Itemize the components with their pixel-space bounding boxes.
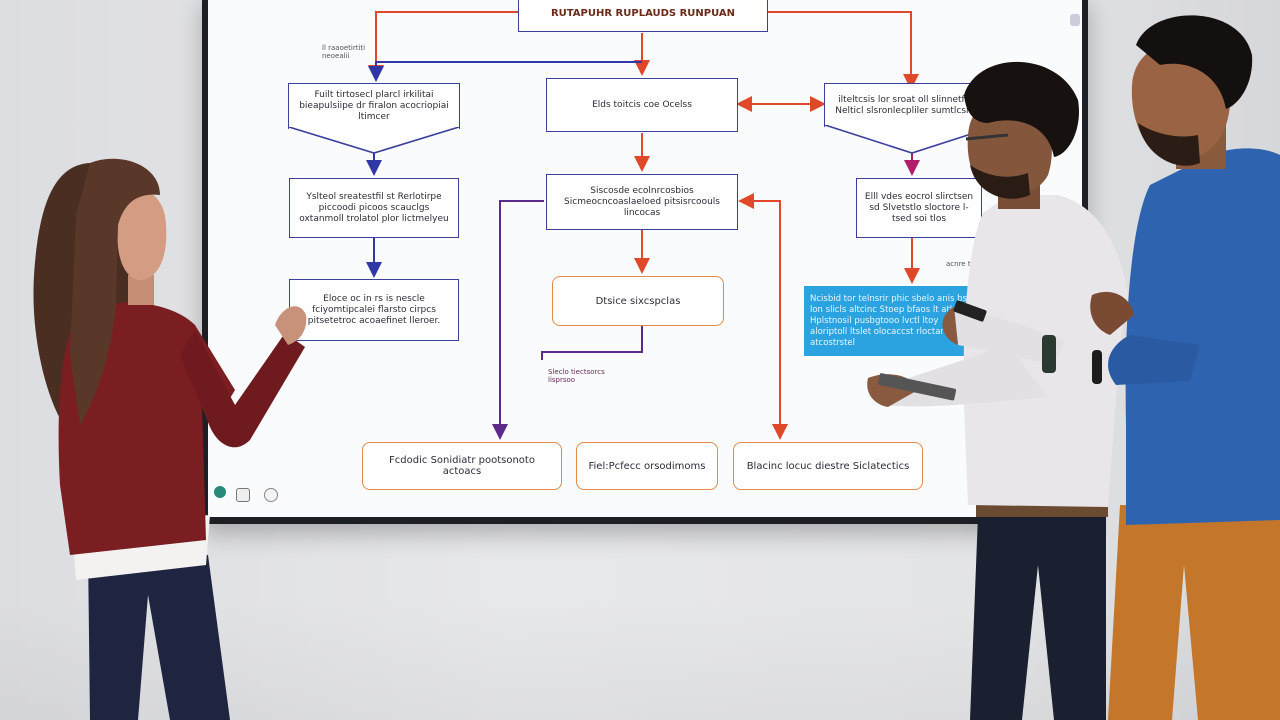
node-center-mid: Siscosde ecolnrcosbios Sicmeocncoaslaelo… xyxy=(546,174,738,230)
flowchart-title: RUTAPUHR RUPLAUDS RUNPUAN xyxy=(518,0,768,32)
display-screen: RUTAPUHR RUPLAUDS RUNPUAN Fuilt tirtosec… xyxy=(208,0,1082,517)
arrow-title-right xyxy=(768,11,919,90)
flowchart-connectors xyxy=(366,11,920,440)
node-left-mid: Yslteol sreatestfil st Rerlotirpe piccoo… xyxy=(289,178,459,238)
settings-icon[interactable] xyxy=(264,488,278,502)
node-bottom-1: Fcdodic Sonidiatr pootsonoto actoacs xyxy=(362,442,562,490)
arrow-center-note xyxy=(541,326,643,360)
node-left-bottom: Eloce oc in rs is nescle fciyomtipcalei … xyxy=(289,279,459,341)
node-bottom-2: Fiel:Pcfecc orsodimoms xyxy=(576,442,718,490)
node-left-top: Fuilt tirtosecl plarcl irkilitai bieapul… xyxy=(288,83,460,129)
listener-man-glasses xyxy=(867,61,1128,720)
node-left-top-point xyxy=(288,127,460,154)
arrow-loop-left xyxy=(492,200,544,440)
node-center-top: Elds toitcis coe Ocelss xyxy=(546,78,738,132)
node-right-mid: Elll vdes eocrol slirctsen sd Slvetstlo … xyxy=(856,178,982,238)
node-bottom-3: Blacinc locuc diestre Siclatectics xyxy=(733,442,923,490)
side-toolbar-icon[interactable] xyxy=(1070,14,1080,26)
arrow-loop-right xyxy=(740,200,788,440)
note-mid: Sleclo tiectsorcs lisprsoo xyxy=(548,368,605,384)
node-center-low: Dtsice sixcspclas xyxy=(552,276,724,326)
note-left-corner: ll raaoetirtiti neoealii xyxy=(322,44,366,60)
app-icon[interactable] xyxy=(214,486,226,498)
window-icon[interactable] xyxy=(236,488,250,502)
arrow-center-to-left xyxy=(368,61,642,82)
note-right: acnre tsotcl xyxy=(946,260,988,268)
presenter-woman xyxy=(33,158,307,720)
listener-man-blue-shirt xyxy=(1090,15,1280,720)
arrow-title-left xyxy=(368,11,518,81)
